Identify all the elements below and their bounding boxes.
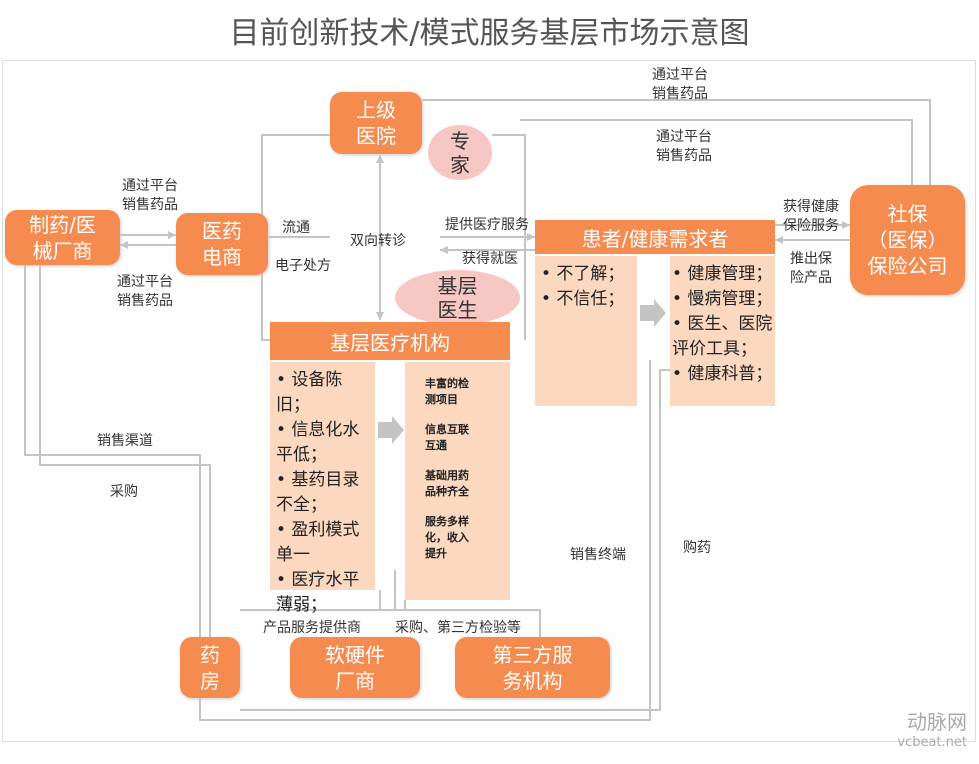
improvement-item: 基础用药 品种齐全 (425, 469, 469, 498)
patient-solutions-list: • 健康管理； • 慢病管理； • 医生、医院 评价工具； • 健康科普； (670, 256, 775, 406)
node-patient: 患者/健康需求者 (535, 220, 775, 254)
label-platform-sales: 通过平台 销售药品 (122, 178, 178, 213)
patient-solution-item: • 慢病管理； (672, 289, 773, 309)
label-provide-service: 提供医疗服务 (445, 217, 529, 233)
patient-problems-list: • 不了解； • 不信任； (535, 256, 637, 406)
arrow-improve (378, 416, 404, 444)
line-hospital-insurance (422, 99, 931, 185)
label-launch-insurance: 推出保 险产品 (790, 251, 832, 286)
node-insurance: 社保 （医保） 保险公司 (850, 185, 965, 295)
line-purchase (24, 265, 651, 721)
patient-solution-item: • 医生、医院 评价工具； (672, 314, 773, 359)
watermark-site: vcbeat.net (897, 735, 967, 750)
patient-solution-item: • 健康管理； (672, 264, 773, 284)
node-ecommerce: 医药 电商 (176, 213, 268, 275)
improvements-list: 丰富的检 测项目 信息互联 互通 基础用药 品种齐全 服务多样 化，收入 提升 (405, 362, 510, 600)
label-purchase-testing: 采购、第三方检验等 (395, 620, 521, 636)
improvement-item: 服务多样 化，收入 提升 (425, 515, 469, 560)
watermark-brand: 动脉网 (907, 710, 967, 734)
line-platform-insurance (520, 119, 913, 185)
diagram-title: 目前创新技术/模式服务基层市场示意图 (229, 16, 750, 51)
patient-problem-item: • 不信任； (541, 289, 625, 309)
label-circulation: 流通 (282, 220, 310, 236)
label-purchase: 采购 (110, 484, 138, 500)
improvement-item: 信息互联 互通 (425, 423, 469, 452)
line-buy (240, 369, 670, 711)
line-sales-channel (39, 265, 211, 637)
problem-item: • 盈利模式 单一 (276, 520, 360, 565)
node-pharmacy: 药 房 (180, 637, 240, 698)
node-third-party: 第三方服 务机构 (455, 637, 610, 698)
problem-item: • 设备陈旧； (276, 370, 343, 415)
label-platform-sales: 通过平台 销售药品 (656, 129, 712, 164)
node-expert-cloud: 专 家 (428, 125, 492, 180)
label-get-insurance: 获得健康 保险服务 (783, 199, 839, 234)
label-e-prescription: 电子处方 (275, 258, 331, 274)
label-referral: 双向转诊 (350, 233, 406, 249)
improvement-item: 丰富的检 测项目 (425, 377, 469, 406)
node-primary-doctor-cloud: 基层 医生 (395, 270, 520, 325)
watermark: 动脉网 vcbeat.net (897, 706, 967, 750)
label-platform-sales: 通过平台 销售药品 (117, 274, 173, 309)
label-buy-medicine: 购药 (683, 540, 711, 556)
label-platform-sales: 通过平台 销售药品 (652, 67, 708, 102)
label-get-care: 获得就医 (462, 251, 518, 267)
node-manufacturer: 制药/医 械厂商 (5, 210, 120, 265)
line-provider (240, 609, 541, 637)
node-primary-institution: 基层医疗机构 (270, 322, 510, 360)
label-sales-channel: 销售渠道 (97, 433, 153, 449)
problem-item: • 信息化水 平低； (276, 420, 360, 465)
problem-item: • 基药目录 不全； (276, 470, 360, 515)
label-sales-terminal: 销售终端 (570, 547, 626, 563)
line-hospital-right (492, 134, 526, 340)
arrow-solve (640, 299, 666, 327)
problem-item: • 医疗水平 薄弱； (276, 570, 360, 615)
node-hardware-software: 软硬件 厂商 (290, 637, 420, 698)
patient-problem-item: • 不了解； (541, 264, 625, 284)
label-product-provider: 产品服务提供商 (263, 620, 361, 636)
node-superior-hospital: 上级 医院 (330, 92, 422, 154)
patient-solution-item: • 健康科普； (672, 364, 773, 384)
problems-list: • 设备陈旧； • 信息化水 平低； • 基药目录 不全； • 盈利模式 单一 … (270, 362, 375, 615)
